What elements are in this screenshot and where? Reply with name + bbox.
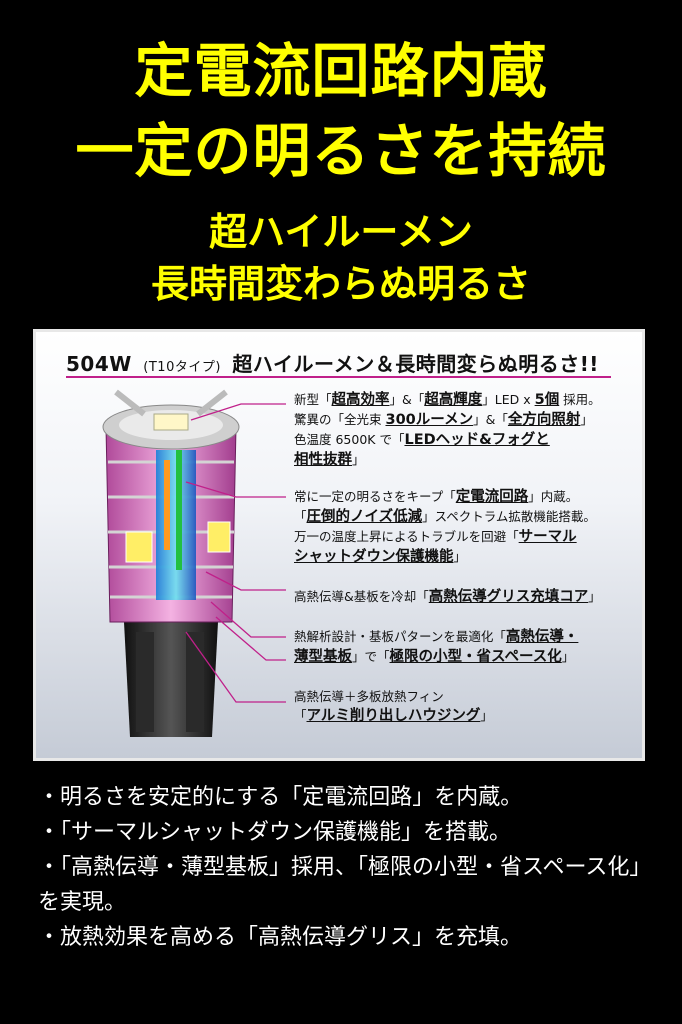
- feature-note-core: 高熱伝導&基板を冷却「高熱伝導グリス充填コア」: [294, 587, 601, 607]
- note-line: 色温度 6500K で「LEDヘッド&フォグと: [294, 432, 550, 448]
- bullet-item: ・放熱効果を高める「高熱伝導グリス」を充填。: [38, 925, 523, 950]
- feature-note-board: 熱解析設計・基板パターンを最適化「高熱伝導・ 薄型基板」で「極限の小型・省スペー…: [294, 627, 578, 667]
- feature-note-housing: 高熱伝導＋多板放熱フィン 「アルミ削り出しハウジング」: [294, 687, 493, 726]
- bulb-housing: [105, 426, 237, 623]
- note-line: 常に一定の明るさをキープ「定電流回路」内蔵。: [294, 489, 579, 505]
- note-line: 高熱伝導&基板を冷却「高熱伝導グリス充填コア」: [294, 589, 601, 605]
- bullet-item: を実現。: [38, 890, 127, 915]
- subheadline-line-2: 長時間変わらぬ明るさ: [150, 262, 531, 306]
- title-underline: [66, 376, 611, 378]
- subheadline-line-1: 超ハイルーメン: [209, 210, 473, 254]
- note-line: 驚異の「全光束 300ルーメン」&「全方向照射」: [294, 412, 593, 428]
- feature-bullet-list: ・明るさを安定的にする「定電流回路」を内蔵。 ・「サーマルシャットダウン保護機能…: [38, 780, 668, 955]
- note-line: 相性抜群」: [294, 452, 365, 468]
- panel-title-model: 504W: [66, 352, 132, 376]
- bullet-item: ・「サーマルシャットダウン保護機能」を搭載。: [38, 820, 512, 845]
- note-line: 高熱伝導＋多板放熱フィン: [294, 689, 444, 704]
- note-line: 「アルミ削り出しハウジング」: [294, 708, 493, 724]
- feature-note-circuit: 常に一定の明るさをキープ「定電流回路」内蔵。 「圧倒的ノイズ低減」スペクトラム拡…: [294, 487, 596, 567]
- panel-title-type: (T10タイプ): [143, 360, 221, 375]
- headline-line-1: 定電流回路内蔵: [134, 37, 548, 105]
- bulb-top-led: [102, 389, 240, 450]
- led-bulb-illustration: [102, 389, 286, 737]
- bullet-item: ・明るさを安定的にする「定電流回路」を内蔵。: [38, 785, 523, 810]
- note-line: 薄型基板」で「極限の小型・省スペース化」: [294, 649, 575, 665]
- bullet-item: ・「高熱伝導・薄型基板」採用、「極限の小型・省スペース化」: [38, 855, 652, 880]
- note-line: 万一の温度上昇によるトラブルを回避「サーマル: [294, 529, 577, 545]
- note-line: 新型「超高効率」&「超高輝度」LED x 5個 採用。: [294, 392, 601, 408]
- panel-title: 504W (T10タイプ) 超ハイルーメン＆長時間変らぬ明るさ!!: [66, 348, 599, 377]
- feature-panel: 504W (T10タイプ) 超ハイルーメン＆長時間変らぬ明るさ!!: [33, 329, 645, 761]
- bulb-base: [124, 622, 218, 737]
- callout-lines: [185, 403, 286, 703]
- headline-line-2: 一定の明るさを持続: [75, 117, 607, 185]
- panel-title-tagline: 超ハイルーメン＆長時間変らぬ明るさ!!: [232, 352, 599, 376]
- note-line: シャットダウン保護機能」: [294, 549, 467, 565]
- note-line: 熱解析設計・基板パターンを最適化「高熱伝導・: [294, 629, 579, 645]
- feature-note-led: 新型「超高効率」&「超高輝度」LED x 5個 採用。 驚異の「全光束 300ル…: [294, 390, 601, 470]
- note-line: 「圧倒的ノイズ低減」スペクトラム拡散機能搭載。: [294, 509, 596, 525]
